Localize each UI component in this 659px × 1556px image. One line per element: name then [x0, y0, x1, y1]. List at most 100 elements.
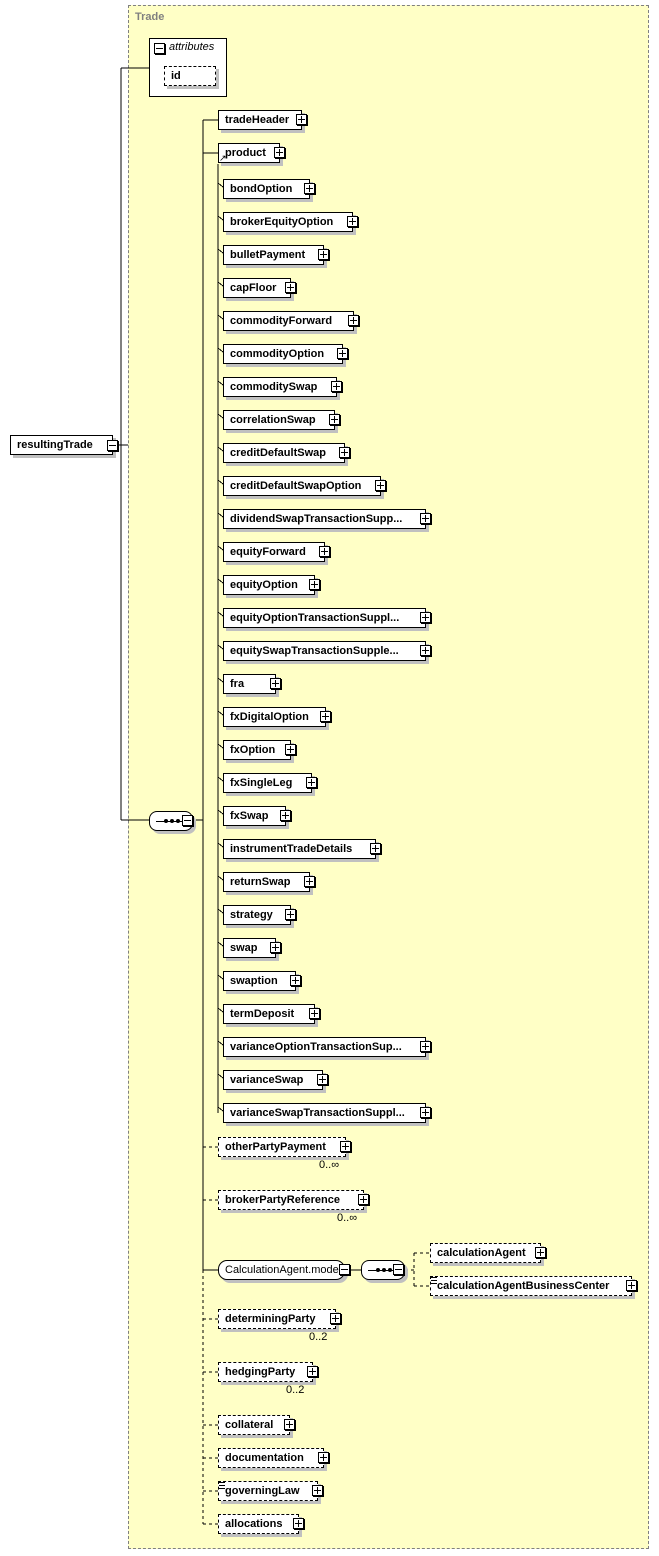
element-other-party-payment[interactable]: otherPartyPayment: [218, 1137, 346, 1157]
expand-plus-icon[interactable]: [535, 1247, 546, 1258]
expand-plus-icon[interactable]: [312, 1485, 323, 1496]
expand-plus-icon[interactable]: [420, 1107, 431, 1118]
expand-plus-icon[interactable]: [285, 909, 296, 920]
expand-plus-icon[interactable]: [331, 381, 342, 392]
expand-plus-icon[interactable]: [626, 1280, 637, 1291]
element-swaption[interactable]: swaption: [223, 971, 296, 991]
expand-plus-icon[interactable]: [309, 579, 320, 590]
element-calculation-agent-business-center[interactable]: calculationAgentBusinessCenter: [430, 1276, 632, 1296]
element-label: fxDigitalOption: [230, 711, 309, 723]
expand-plus-icon[interactable]: [337, 348, 348, 359]
element-broker-party-reference[interactable]: brokerPartyReference: [218, 1190, 364, 1210]
expand-plus-icon[interactable]: [285, 282, 296, 293]
element-label: determiningParty: [225, 1313, 316, 1325]
element-trade-header[interactable]: tradeHeader: [218, 110, 302, 130]
element-variance-swap[interactable]: varianceSwap: [223, 1070, 323, 1090]
expand-plus-icon[interactable]: [290, 975, 301, 986]
expand-plus-icon[interactable]: [420, 612, 431, 623]
expand-plus-icon[interactable]: [329, 414, 340, 425]
element-equity-option[interactable]: equityOption: [223, 575, 315, 595]
element-collateral[interactable]: collateral: [218, 1415, 290, 1435]
group-calculation-agent-model[interactable]: CalculationAgent.model: [218, 1260, 345, 1280]
expand-plus-icon[interactable]: [339, 447, 350, 458]
element-documentation[interactable]: documentation: [218, 1448, 324, 1468]
expand-plus-icon[interactable]: [280, 810, 291, 821]
expand-plus-icon[interactable]: [318, 1452, 329, 1463]
element-credit-default-swap-option[interactable]: creditDefaultSwapOption: [223, 476, 381, 496]
expand-plus-icon[interactable]: [347, 216, 358, 227]
element-bullet-payment[interactable]: bulletPayment: [223, 245, 324, 265]
element-fx-single-leg[interactable]: fxSingleLeg: [223, 773, 312, 793]
element-variance-swap-transaction-suppl[interactable]: varianceSwapTransactionSuppl...: [223, 1103, 426, 1123]
collapse-root-icon[interactable]: [107, 440, 118, 451]
expand-plus-icon[interactable]: [375, 480, 386, 491]
expand-plus-icon[interactable]: [270, 678, 281, 689]
expand-plus-icon[interactable]: [270, 942, 281, 953]
expand-plus-icon[interactable]: [348, 315, 359, 326]
expand-plus-icon[interactable]: [358, 1194, 369, 1205]
expand-plus-icon[interactable]: [320, 711, 331, 722]
element-label: correlationSwap: [230, 414, 316, 426]
element-equity-forward[interactable]: equityForward: [223, 542, 325, 562]
element-fra[interactable]: fra: [223, 674, 276, 694]
expand-plus-icon[interactable]: [309, 1008, 320, 1019]
element-broker-equity-option[interactable]: brokerEquityOption: [223, 212, 353, 232]
root-element-resultingTrade[interactable]: resultingTrade: [10, 435, 113, 455]
expand-plus-icon[interactable]: [284, 1419, 295, 1430]
attribute-id[interactable]: id: [164, 66, 216, 86]
element-commodity-option[interactable]: commodityOption: [223, 344, 343, 364]
element-equity-swap-transaction-supple[interactable]: equitySwapTransactionSupple...: [223, 641, 426, 661]
element-return-swap[interactable]: returnSwap: [223, 872, 310, 892]
expand-plus-icon[interactable]: [317, 1074, 328, 1085]
element-cap-floor[interactable]: capFloor: [223, 278, 291, 298]
element-label: fra: [230, 678, 245, 690]
expand-plus-icon[interactable]: [340, 1141, 351, 1152]
element-credit-default-swap[interactable]: creditDefaultSwap: [223, 443, 345, 463]
element-label: strategy: [230, 909, 273, 921]
element-equity-option-transaction-suppl[interactable]: equityOptionTransactionSuppl...: [223, 608, 426, 628]
expand-plus-icon[interactable]: [306, 777, 317, 788]
expand-plus-icon[interactable]: [293, 1518, 304, 1529]
element-label: governingLaw: [225, 1485, 300, 1497]
expand-plus-icon[interactable]: [420, 645, 431, 656]
element-governing-law[interactable]: governingLaw: [218, 1481, 318, 1501]
collapse-group-icon[interactable]: [339, 1264, 350, 1275]
element-bond-option[interactable]: bondOption: [223, 179, 310, 199]
expand-plus-icon[interactable]: [296, 114, 307, 125]
element-swap[interactable]: swap: [223, 938, 276, 958]
element-strategy[interactable]: strategy: [223, 905, 291, 925]
element-label: collateral: [225, 1419, 274, 1431]
expand-plus-icon[interactable]: [304, 876, 315, 887]
element-label: swap: [230, 942, 258, 954]
element-hedging-party[interactable]: hedgingParty: [218, 1362, 313, 1382]
element-fx-swap[interactable]: fxSwap: [223, 806, 286, 826]
element-variance-option-transaction-sup[interactable]: varianceOptionTransactionSup...: [223, 1037, 426, 1057]
element-fx-option[interactable]: fxOption: [223, 740, 291, 760]
element-product[interactable]: product: [218, 143, 280, 163]
element-term-deposit[interactable]: termDeposit: [223, 1004, 315, 1024]
element-fx-digital-option[interactable]: fxDigitalOption: [223, 707, 326, 727]
expand-plus-icon[interactable]: [420, 1041, 431, 1052]
element-instrument-trade-details[interactable]: instrumentTradeDetails: [223, 839, 376, 859]
element-commodity-forward[interactable]: commodityForward: [223, 311, 354, 331]
expand-plus-icon[interactable]: [420, 513, 431, 524]
element-correlation-swap[interactable]: correlationSwap: [223, 410, 335, 430]
expand-plus-icon[interactable]: [319, 546, 330, 557]
collapse-attributes-icon[interactable]: [154, 43, 165, 54]
expand-plus-icon[interactable]: [285, 744, 296, 755]
container-title: Trade: [135, 11, 165, 23]
collapse-sequence-icon[interactable]: [182, 815, 193, 826]
element-label: product: [225, 147, 266, 159]
element-determining-party[interactable]: determiningParty: [218, 1309, 336, 1329]
element-allocations[interactable]: allocations: [218, 1514, 299, 1534]
expand-plus-icon[interactable]: [304, 183, 315, 194]
expand-plus-icon[interactable]: [274, 147, 285, 158]
element-commodity-swap[interactable]: commoditySwap: [223, 377, 337, 397]
element-dividend-swap-transaction-supp[interactable]: dividendSwapTransactionSupp...: [223, 509, 426, 529]
expand-plus-icon[interactable]: [318, 249, 329, 260]
collapse-sequence-icon[interactable]: [393, 1264, 404, 1275]
expand-plus-icon[interactable]: [307, 1366, 318, 1377]
expand-plus-icon[interactable]: [370, 843, 381, 854]
expand-plus-icon[interactable]: [330, 1313, 341, 1324]
element-calculation-agent[interactable]: calculationAgent: [430, 1243, 541, 1263]
